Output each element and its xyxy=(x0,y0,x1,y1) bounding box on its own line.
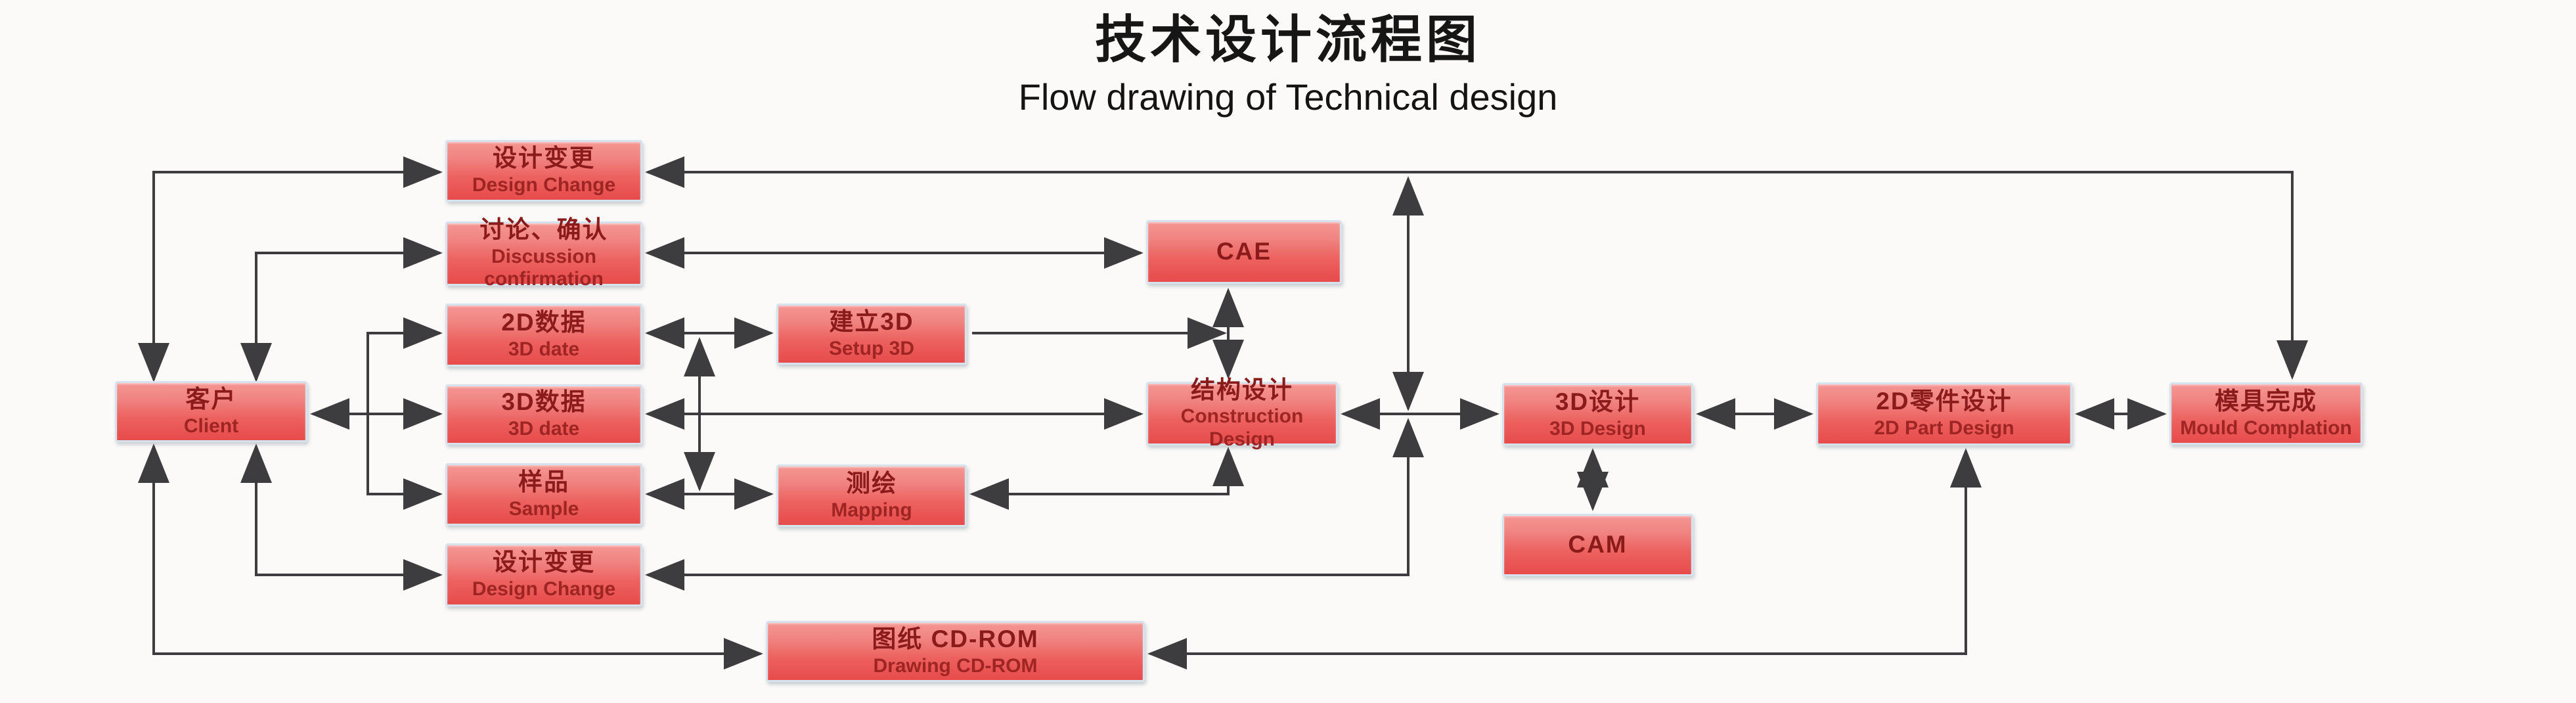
node-label-zh: CAE xyxy=(1216,238,1272,265)
edge-mapping-structure xyxy=(969,447,1244,510)
node-label-en: Drawing CD-ROM xyxy=(873,654,1038,677)
edge-designchange-mould-loop xyxy=(645,156,2308,380)
node-label-zh: 讨论、确认 xyxy=(479,216,608,244)
node-label-zh: 3D数据 xyxy=(501,388,587,416)
node-label-en: Sample xyxy=(508,497,579,520)
node-label-en: Construction Design xyxy=(1180,405,1304,450)
edge-client-designchange-top xyxy=(138,156,443,382)
node-label-zh: 2D零件设计 xyxy=(1876,388,2012,415)
node-label-en: Setup 3D xyxy=(828,337,915,359)
node-label-zh: CAM xyxy=(1568,531,1628,558)
edge-cdrom-part2d xyxy=(1147,448,1982,669)
node-label-en: 3D Design xyxy=(1549,417,1646,440)
node-label-zh: 设计变更 xyxy=(493,549,595,576)
node-label-zh: 图纸 CD-ROM xyxy=(872,625,1039,652)
page-title-zh: 技术设计流程图 xyxy=(1094,11,1481,68)
node-label-en: Client xyxy=(183,415,239,437)
node-label-zh: 3D设计 xyxy=(1555,388,1641,415)
node-label-zh: 结构设计 xyxy=(1191,376,1293,403)
node-cam: CAM xyxy=(1502,514,1693,576)
node-label-en: Discussion confirmation xyxy=(484,245,604,290)
node-label-zh: 建立3D xyxy=(829,307,914,335)
node-label-en: Design Change xyxy=(472,578,616,601)
node-label-zh: 客户 xyxy=(185,385,237,413)
node-label-zh: 测绘 xyxy=(846,469,897,497)
node-label-en: Mapping xyxy=(831,499,912,521)
node-cae: CAE xyxy=(1146,220,1342,284)
node-label-zh: 2D数据 xyxy=(501,309,587,336)
page-title-en: Flow drawing of Technical design xyxy=(1018,76,1558,118)
node-label-zh: 设计变更 xyxy=(493,145,595,172)
node-label-en: Design Change xyxy=(472,174,616,196)
node-label-en: 2D Part Design xyxy=(1874,417,2014,440)
diagram-titles: 技术设计流程图 Flow drawing of Technical design xyxy=(0,7,2576,118)
edge-client-designchange-bottom xyxy=(240,443,443,591)
node-label-zh: 样品 xyxy=(518,468,569,495)
node-label-zh: 模具完成 xyxy=(2215,387,2317,415)
edge-client-cdrom xyxy=(138,443,763,669)
edge-client-discussion xyxy=(240,237,443,382)
node-label-en: Mould Complation xyxy=(2180,417,2352,439)
node-label-en: 3D date xyxy=(508,418,580,440)
node-label-en: 3D date xyxy=(508,338,580,361)
